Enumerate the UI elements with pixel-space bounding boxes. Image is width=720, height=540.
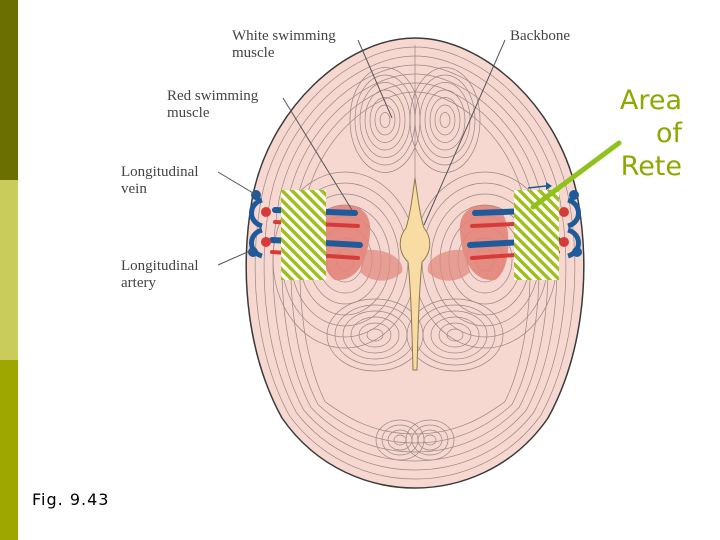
slide-accent-bar-middle — [0, 180, 18, 360]
backbone — [399, 177, 431, 371]
label-red-swimming-muscle: Red swimming muscle — [167, 88, 259, 121]
longitudinal-vessels-right — [559, 190, 582, 259]
red-muscle-left-lobe — [360, 249, 403, 281]
flow-arrow-icon — [527, 185, 547, 189]
label-longitudinal-artery: Longitudinal artery — [121, 258, 199, 291]
red-muscle-right-lobe — [427, 249, 470, 281]
label-white-swimming-muscle: White swimming muscle — [232, 28, 336, 61]
label-leader-lines — [217, 39, 506, 266]
slide-accent-bar-top — [0, 0, 18, 180]
area-of-rete-label: Area of Rete — [619, 85, 682, 182]
longitudinal-vessels-left — [248, 190, 271, 259]
rete-pointer-line — [530, 140, 622, 210]
slide-accent-bar-bottom — [0, 360, 18, 540]
figure-caption: Fig. 9.43 — [32, 490, 110, 509]
rete-area-left — [281, 190, 326, 280]
label-backbone: Backbone — [510, 28, 570, 44]
label-longitudinal-vein: Longitudinal vein — [121, 164, 199, 197]
